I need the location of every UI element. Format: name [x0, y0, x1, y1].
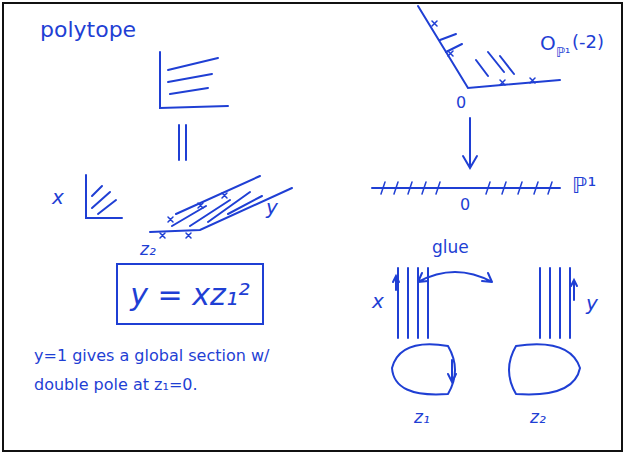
hatching — [92, 186, 116, 214]
tick-marks — [160, 193, 227, 238]
sketch-label: ℙ¹ — [572, 174, 596, 198]
hatching — [172, 192, 262, 226]
polytope-outline — [160, 52, 228, 108]
cone-outline — [86, 175, 122, 218]
sketch-label: y=1 gives a global section w/ double pol… — [34, 342, 296, 400]
equation-box: y = xz₁² — [116, 263, 264, 325]
fiber-lines — [540, 268, 570, 338]
sketch-label: 0 — [456, 94, 466, 112]
fiber-lines — [398, 268, 428, 338]
hatching — [168, 58, 218, 94]
sketch-label: x — [372, 290, 384, 312]
arrow — [448, 360, 456, 382]
sketch-label: glue — [432, 238, 469, 257]
tick-marks — [432, 21, 535, 85]
sketch-label: (-2) — [572, 32, 604, 52]
equals-sign — [179, 125, 186, 160]
sketch-label: z₂ — [530, 408, 546, 427]
sketch-label: y — [266, 196, 278, 218]
projection-arrow — [463, 118, 477, 168]
sketch-label: y — [586, 292, 598, 314]
frame — [3, 3, 622, 451]
sketch-label: 0 — [460, 196, 470, 214]
equation-text: y = xz₁² — [130, 277, 250, 312]
sketch-label: x — [52, 186, 64, 208]
cone-outline — [418, 6, 560, 88]
glue-arrow — [418, 272, 492, 282]
disc — [509, 344, 580, 394]
p1-line — [372, 187, 560, 189]
sketch-label: ℙ¹ — [556, 46, 570, 60]
sketch-label: z₁ — [414, 408, 430, 427]
arrow — [393, 276, 399, 290]
arrow — [571, 280, 577, 300]
tick-marks — [381, 182, 552, 194]
sketch-label: polytope — [40, 18, 136, 42]
disc — [392, 344, 455, 394]
sketch-label: z₂ — [140, 240, 156, 259]
sketch-label: O — [540, 32, 556, 54]
